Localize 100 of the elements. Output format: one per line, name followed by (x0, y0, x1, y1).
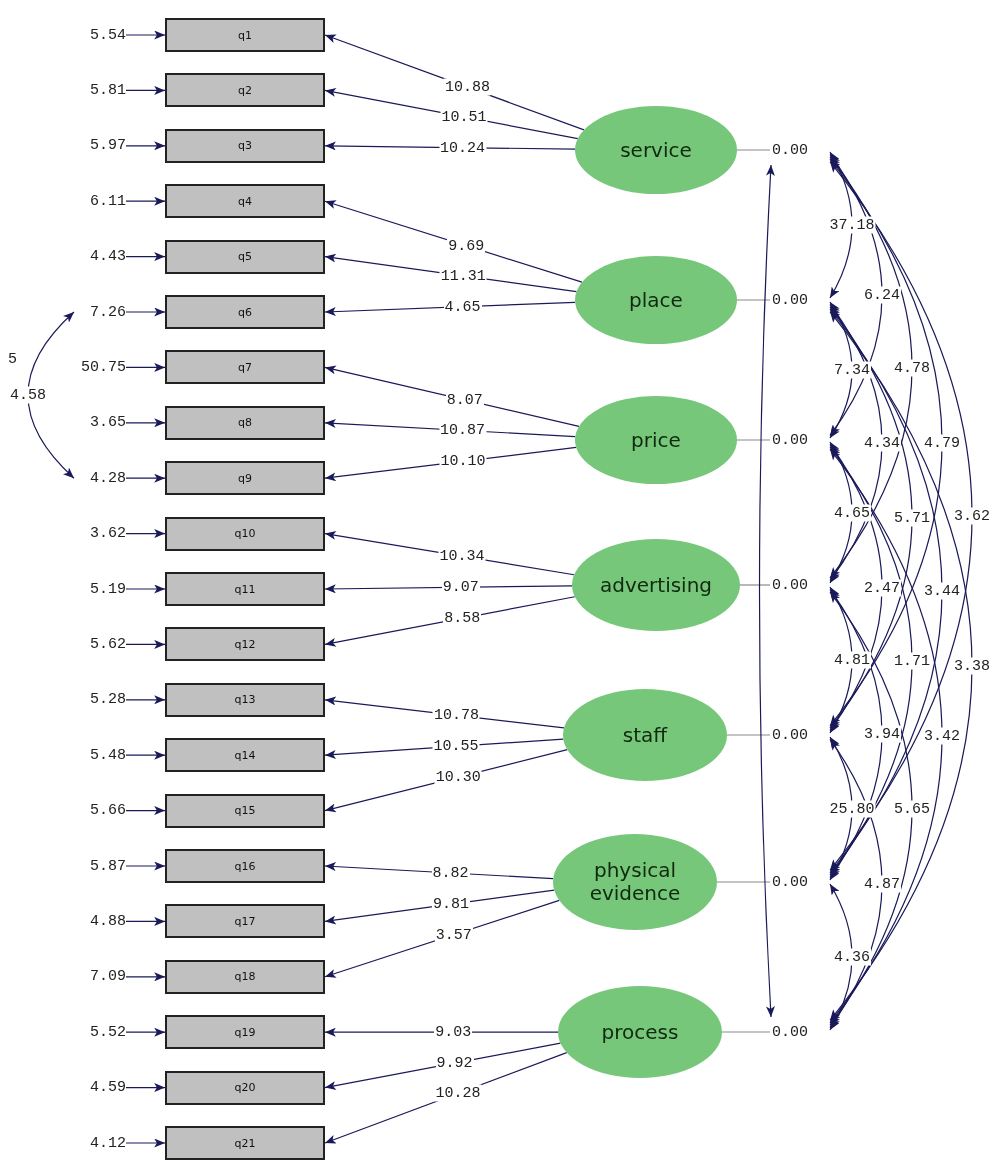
arrow (125, 252, 166, 262)
error-variance-value: 5.28 (74, 688, 126, 711)
edge-label: 4.81 (833, 651, 871, 669)
error-variance-value: 5.87 (74, 855, 126, 877)
indicator-box: q20 (165, 1070, 325, 1105)
arrow (125, 30, 166, 40)
variance-value: 0.00 (770, 135, 830, 165)
error-variance-value: 4.28 (74, 467, 126, 490)
arrow (125, 307, 166, 317)
error-variance-value: 5.66 (74, 799, 126, 822)
indicator-box: q17 (165, 904, 325, 939)
connector-line (721, 1031, 771, 1033)
edge-label: 5.71 (893, 509, 931, 526)
edge-label: 10.88 (443, 78, 491, 96)
connector-line (736, 439, 771, 441)
edge-label: 3.44 (923, 582, 961, 600)
double-headed-arrow (829, 161, 973, 871)
double-headed-arrow (829, 156, 913, 579)
double-headed-arrow (829, 441, 853, 584)
edge-label: 4.78 (893, 359, 931, 376)
error-variance-value: 4.59 (74, 1076, 126, 1099)
indicator-box: q6 (165, 295, 325, 329)
indicator-box: q2 (165, 73, 325, 108)
double-headed-arrow (829, 301, 853, 439)
edge-label: 4.36 (833, 948, 871, 966)
variance-value: 0.00 (770, 720, 830, 750)
indicator-box: q19 (165, 1015, 325, 1050)
indicator-box: q11 (165, 572, 325, 606)
double-headed-arrow (27, 311, 75, 479)
edge-label: 3.94 (863, 725, 901, 742)
edge-label: 4.87 (863, 875, 901, 892)
edge-label: 3.42 (923, 727, 961, 745)
double-headed-arrow (829, 151, 853, 299)
edge-label: 3.57 (434, 926, 473, 944)
arrow (125, 695, 166, 705)
indicator-box: q7 (165, 350, 325, 385)
arrow (125, 750, 166, 760)
factor-ellipse: advertising (572, 539, 740, 631)
edge-label: 5.65 (893, 800, 931, 817)
error-variance-value: 7.09 (74, 965, 126, 988)
arrow (125, 418, 166, 428)
variance-value: 0.00 (770, 285, 830, 315)
error-variance-value: 5.19 (74, 578, 126, 600)
arrow (125, 639, 166, 649)
factor-ellipse: physical evidence (553, 834, 717, 930)
arrow (125, 806, 166, 816)
edge-label: 3.62 (953, 507, 991, 525)
edge-label: 4.65 (833, 504, 871, 521)
factor-ellipse: price (575, 396, 737, 484)
edge-label: 1.71 (893, 652, 931, 670)
indicator-box: q3 (165, 128, 325, 163)
connector-line (739, 584, 771, 586)
connector-line (726, 734, 771, 736)
indicator-box: q14 (165, 738, 325, 773)
double-headed-arrow (829, 883, 853, 1031)
edge-label: 4.79 (923, 434, 961, 451)
double-headed-arrow (829, 158, 943, 727)
indicator-box: q8 (165, 405, 325, 440)
double-headed-arrow (829, 448, 943, 1024)
edge-label: 37.18 (828, 216, 876, 234)
double-headed-arrow (758, 164, 775, 1018)
arrow (125, 196, 166, 206)
arrow (125, 362, 166, 372)
double-headed-arrow (829, 586, 853, 734)
error-variance-value: 50.75 (74, 356, 126, 379)
variance-value: 0.00 (770, 867, 830, 897)
double-headed-arrow (829, 736, 853, 881)
error-variance-value: 5.81 (74, 79, 126, 102)
double-headed-arrow (829, 446, 913, 876)
error-variance-value: 5.54 (74, 24, 126, 46)
factor-ellipse: staff (563, 689, 727, 781)
edge-label: 10.28 (434, 1084, 482, 1102)
arrow (125, 141, 166, 151)
error-variance-value: 5.62 (74, 633, 126, 656)
double-headed-arrow (829, 311, 973, 1021)
variance-value: 0.00 (770, 425, 830, 455)
indicator-box: q10 (165, 516, 325, 551)
edge-label: 6.24 (863, 286, 901, 304)
double-headed-arrow (829, 306, 913, 729)
factor-ellipse: service (575, 106, 737, 194)
edge-label: 25.80 (828, 800, 876, 817)
edge-label: 4.58 (9, 386, 47, 404)
edge-label: 7.34 (833, 361, 871, 379)
double-headed-arrow (829, 591, 913, 1026)
indicator-box: q16 (165, 849, 325, 883)
error-variance-value: 6.11 (74, 190, 126, 213)
indicator-box: q12 (165, 627, 325, 662)
edge-label: 3.38 (953, 657, 991, 675)
arrow (125, 916, 166, 926)
connector-line (736, 299, 771, 301)
error-variance-value: 7.26 (74, 301, 126, 323)
double-headed-arrow (829, 308, 943, 874)
connector-line (716, 881, 771, 883)
indicator-box: q13 (165, 682, 325, 717)
variance-value: 0.00 (770, 570, 830, 600)
factor-ellipse: place (575, 256, 737, 344)
error-variance-value: 3.62 (74, 522, 126, 545)
indicator-box: q9 (165, 461, 325, 496)
edge-label: 9.69 (447, 237, 486, 255)
indicator-box: q5 (165, 239, 325, 274)
